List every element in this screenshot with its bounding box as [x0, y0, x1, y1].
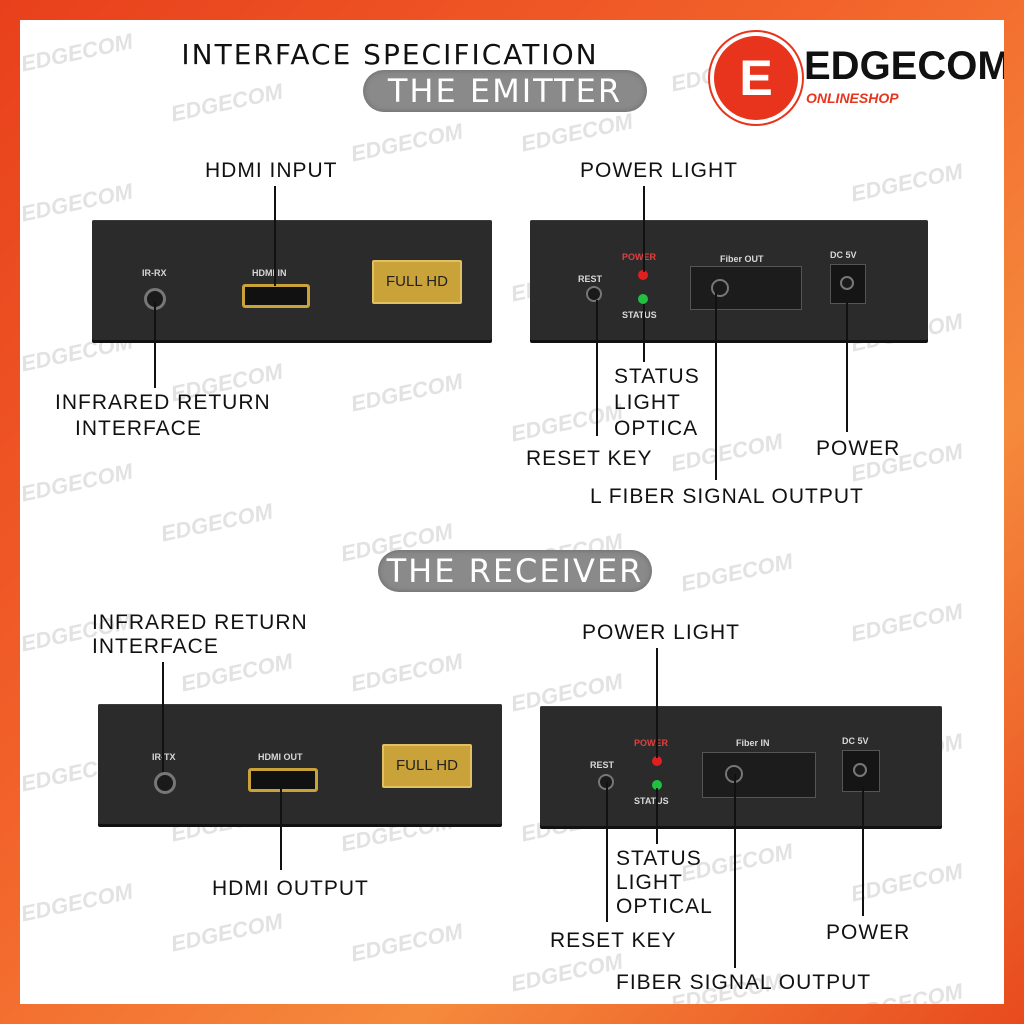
rest-label: REST — [590, 760, 615, 770]
receiver-reset-key-label: RESET KEY — [550, 929, 677, 952]
brand-name: EDGECOM — [804, 44, 1004, 88]
receiver-back-panel: REST POWER STATUS Fiber IN DC 5V — [540, 706, 942, 826]
full-hd-badge: FULL HD — [372, 260, 462, 304]
receiver-power-light-leader — [656, 648, 658, 758]
watermark-text: EDGECOM — [848, 598, 965, 647]
watermark-text: EDGECOM — [848, 158, 965, 207]
receiver-fiber-leader — [734, 774, 736, 968]
dc-jack-pin-icon — [840, 276, 854, 290]
receiver-hdmi-output-leader — [280, 786, 282, 870]
receiver-status-leader — [656, 788, 658, 844]
power-led-icon — [652, 756, 662, 766]
watermark-text: EDGECOM — [348, 648, 465, 697]
power-led-label: POWER — [622, 252, 657, 262]
receiver-infrared-label-line2: INTERFACE — [92, 635, 219, 658]
emitter-infrared-leader — [154, 302, 156, 388]
reset-button-icon — [586, 286, 602, 302]
brand-tagline: ONLINESHOP — [806, 90, 899, 106]
fiber-connector-icon — [711, 279, 729, 297]
status-led-label: STATUS — [634, 796, 669, 806]
dc-jack-icon — [842, 750, 880, 792]
receiver-status-label-line3: OPTICAL — [616, 895, 713, 918]
dc-jack-pin-icon — [853, 763, 867, 777]
fiber-out-port — [690, 266, 802, 310]
watermark-text: EDGECOM — [508, 948, 625, 997]
emitter-back-panel: REST POWER STATUS Fiber OUT DC 5V — [530, 220, 928, 340]
status-led-label: STATUS — [622, 310, 657, 320]
receiver-power-leader — [862, 786, 864, 916]
emitter-status-label-line1: STATUS — [614, 365, 700, 388]
watermark-text: EDGECOM — [168, 908, 285, 957]
receiver-infrared-label-line1: INFRARED RETURN — [92, 611, 308, 634]
dc-jack-icon — [830, 264, 866, 304]
watermark-text: EDGECOM — [508, 398, 625, 447]
emitter-front-panel: IR-RX HDMI IN FULL HD — [92, 220, 492, 340]
receiver-power-label: POWER — [826, 921, 911, 944]
emitter-infrared-label-line1: INFRARED RETURN — [55, 391, 271, 414]
fiber-out-label: Fiber OUT — [720, 254, 764, 264]
watermark-text: EDGECOM — [348, 918, 465, 967]
watermark-text: EDGECOM — [20, 458, 135, 507]
emitter-section-title: THE EMITTER — [363, 70, 647, 112]
emitter-power-light-label: POWER LIGHT — [580, 159, 739, 182]
dc-5v-label: DC 5V — [830, 250, 857, 260]
emitter-status-label-line2: LIGHT — [614, 391, 681, 414]
hdmi-out-port-icon — [248, 768, 318, 792]
emitter-fiber-output-label: L FIBER SIGNAL OUTPUT — [590, 485, 864, 508]
watermark-text: EDGECOM — [20, 878, 135, 927]
emitter-reset-leader — [596, 300, 598, 436]
hdmi-out-port-label: HDMI OUT — [258, 752, 303, 762]
receiver-status-label-line2: LIGHT — [616, 871, 683, 894]
receiver-status-label-line1: STATUS — [616, 847, 702, 870]
status-led-icon — [638, 294, 648, 304]
emitter-hdmi-input-label: HDMI INPUT — [205, 159, 338, 182]
brand-logo-letter: E — [739, 50, 773, 106]
hdmi-in-port-label: HDMI IN — [252, 268, 287, 278]
power-led-icon — [638, 270, 648, 280]
watermark-text: EDGECOM — [348, 368, 465, 417]
emitter-fiber-leader — [715, 292, 717, 480]
receiver-infrared-leader — [162, 662, 164, 772]
receiver-reset-leader — [606, 782, 608, 922]
watermark-text: EDGECOM — [678, 548, 795, 597]
receiver-hdmi-output-label: HDMI OUTPUT — [212, 877, 369, 900]
status-led-icon — [652, 780, 662, 790]
receiver-front-panel: IR-TX HDMI OUT FULL HD — [98, 704, 502, 824]
page-title: INTERFACE SPECIFICATION — [181, 38, 599, 71]
watermark-text: EDGECOM — [518, 108, 635, 157]
dc-5v-label: DC 5V — [842, 736, 869, 746]
power-led-label: POWER — [634, 738, 669, 748]
emitter-infrared-label-line2: INTERFACE — [75, 417, 202, 440]
emitter-power-light-leader — [643, 186, 645, 272]
full-hd-badge: FULL HD — [382, 744, 472, 788]
fiber-in-port — [702, 752, 816, 798]
ir-tx-port-icon — [154, 772, 176, 794]
fiber-in-label: Fiber IN — [736, 738, 770, 748]
hdmi-in-port-icon — [242, 284, 310, 308]
emitter-power-leader — [846, 302, 848, 432]
watermark-text: EDGECOM — [168, 78, 285, 127]
ir-rx-port-label: IR-RX — [142, 268, 167, 278]
emitter-status-label-line3: OPTICA — [614, 417, 699, 440]
receiver-fiber-output-label: FIBER SIGNAL OUTPUT — [616, 971, 872, 994]
watermark-text: EDGECOM — [348, 118, 465, 167]
spec-canvas: EDGECOM EDGECOM EDGECOM EDGECOM EDGECOM EDGEC… — [20, 20, 1004, 1004]
rest-label: REST — [578, 274, 603, 284]
emitter-hdmi-input-leader — [274, 186, 276, 286]
emitter-reset-key-label: RESET KEY — [526, 447, 653, 470]
watermark-text: EDGECOM — [848, 858, 965, 907]
emitter-status-leader — [643, 304, 645, 362]
brand-logo-icon: E — [710, 32, 802, 124]
emitter-power-label: POWER — [816, 437, 901, 460]
receiver-section-title: THE RECEIVER — [378, 550, 652, 592]
receiver-power-light-label: POWER LIGHT — [582, 621, 741, 644]
watermark-text: EDGECOM — [158, 498, 275, 547]
